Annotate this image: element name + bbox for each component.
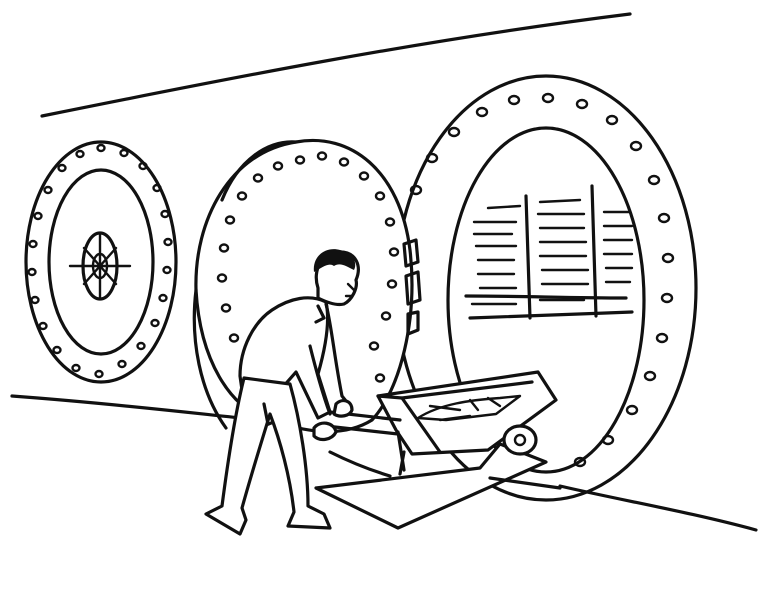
frame-rivets bbox=[409, 92, 675, 468]
vault-interior-shelves bbox=[464, 184, 634, 320]
closed-vault-door bbox=[24, 140, 178, 384]
door-rivets bbox=[27, 143, 173, 379]
wheelbarrow-icon bbox=[324, 370, 558, 476]
man-figure bbox=[204, 249, 360, 536]
vault-wheel-icon bbox=[68, 231, 132, 301]
man-head bbox=[313, 249, 360, 307]
door-hinge bbox=[402, 238, 422, 336]
slab-rivets bbox=[216, 151, 400, 383]
floor-ramp bbox=[314, 442, 562, 530]
